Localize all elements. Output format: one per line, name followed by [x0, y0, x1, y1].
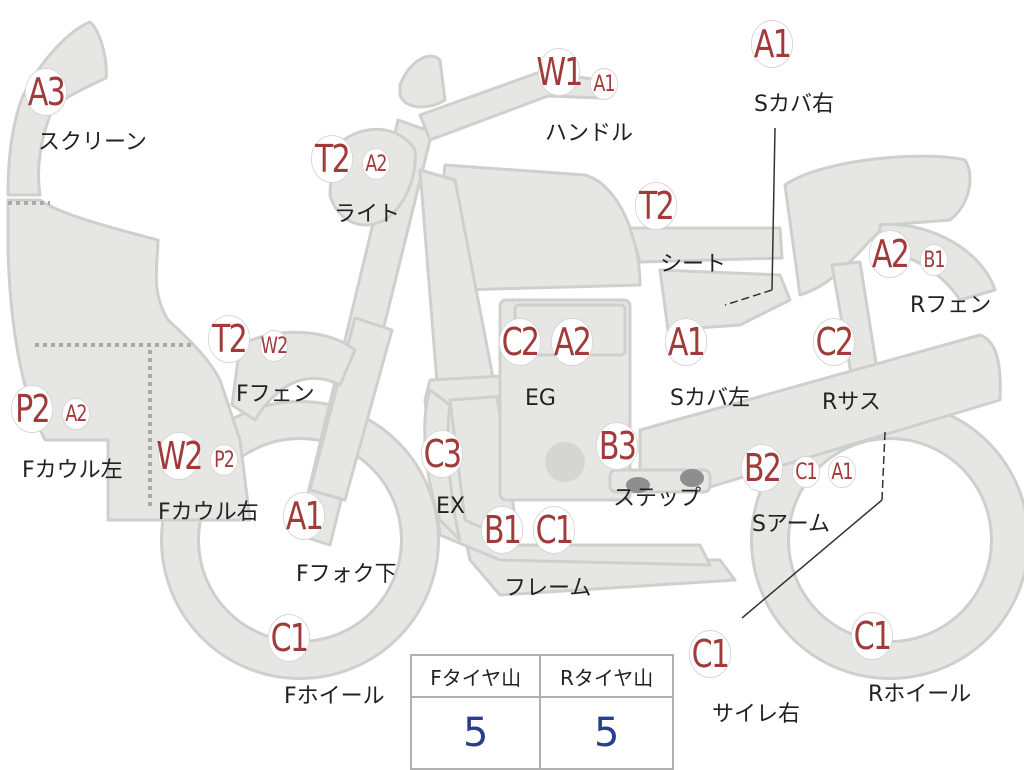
grade-silencer-right-1: C1 [688, 630, 732, 678]
grade-engine-2: A2 [550, 318, 594, 366]
label-rwheel: Rホイール [868, 682, 972, 707]
grade-rwheel-1: C1 [850, 612, 894, 660]
label-engine: EG [525, 386, 556, 411]
fork-lower-shape [308, 316, 394, 502]
label-fcowl-left: Fカウル左 [22, 458, 123, 483]
label-seat: シート [660, 252, 727, 277]
front-tire-value: 5 [409, 696, 542, 770]
grade-ffender-2: W2 [259, 330, 288, 362]
grade-rfender-1: A2 [868, 230, 912, 278]
grade-swingarm-2: C1 [791, 456, 821, 488]
mirror-shape [398, 54, 447, 109]
label-scover-left: Sカバ左 [670, 386, 750, 411]
rear-tire-header: Rタイヤ山 [539, 654, 674, 698]
swingarm-shape [638, 333, 1002, 492]
grade-handle-1: W1 [536, 48, 583, 96]
grade-rfender-2: B1 [919, 244, 949, 276]
grade-rsus-1: C2 [812, 318, 856, 366]
grade-step-1: B3 [595, 422, 639, 470]
label-swingarm: Sアーム [752, 512, 830, 537]
label-scover-right: Sカバ右 [754, 92, 834, 117]
grade-handle-2: A1 [589, 68, 619, 100]
engine-cover-shape [545, 442, 585, 482]
label-ffork-lower: Fフォク下 [296, 562, 397, 587]
step-peg-right [680, 469, 704, 487]
label-frame: フレーム [504, 576, 592, 601]
label-ffender: Fフェン [236, 382, 315, 407]
seat-shape [628, 226, 784, 264]
grade-exhaust-1: C3 [420, 430, 464, 478]
label-fwheel: Fホイール [284, 684, 385, 709]
grade-ffork-lower-1: A1 [282, 492, 326, 540]
silencer-leader-2 [741, 499, 883, 619]
grade-frame-1: B1 [480, 506, 524, 554]
label-exhaust: EX [436, 494, 465, 519]
side-cover-shape [658, 268, 792, 332]
grade-fcowl-left-2: A2 [61, 398, 91, 430]
label-step: ステップ [613, 486, 702, 511]
tire-tread-table: Fタイヤ山 Rタイヤ山 5 5 [409, 654, 674, 770]
label-screen: スクリーン [38, 130, 147, 155]
silencer-leader [881, 431, 886, 501]
grade-screen-1: A3 [24, 68, 68, 116]
grade-fcowl-left-1: P2 [10, 385, 54, 433]
grade-fwheel-1: C1 [267, 614, 311, 662]
rear-tire-value: 5 [539, 696, 674, 770]
grade-swingarm-1: B2 [740, 444, 784, 492]
grade-swingarm-3: A1 [827, 456, 857, 488]
grade-engine-1: C2 [498, 318, 542, 366]
label-silencer-right: サイレ右 [712, 702, 801, 727]
label-handle: ハンドル [545, 121, 634, 146]
grade-fcowl-right-2: P2 [209, 444, 239, 476]
label-light: ライト [334, 202, 401, 227]
front-wheel-shape [160, 400, 440, 680]
grade-light-2: A2 [361, 148, 391, 180]
scover-right-leader-2 [724, 289, 773, 306]
front-tire-header: Fタイヤ山 [409, 654, 542, 698]
grade-scover-right-1: A1 [750, 20, 794, 68]
grade-light-1: T2 [310, 135, 354, 183]
scover-right-leader [771, 127, 776, 291]
label-fcowl-right: Fカウル右 [158, 500, 259, 525]
label-rsus: Rサス [822, 390, 881, 415]
grade-fcowl-right-1: W2 [156, 432, 203, 480]
label-rfender: Rフェン [910, 293, 992, 318]
grade-seat-1: T2 [634, 182, 678, 230]
grade-scover-left-1: A1 [664, 318, 708, 366]
step-peg-left [626, 477, 650, 493]
grade-ffender-1: T2 [207, 315, 251, 363]
grade-frame-2: C1 [532, 506, 576, 554]
